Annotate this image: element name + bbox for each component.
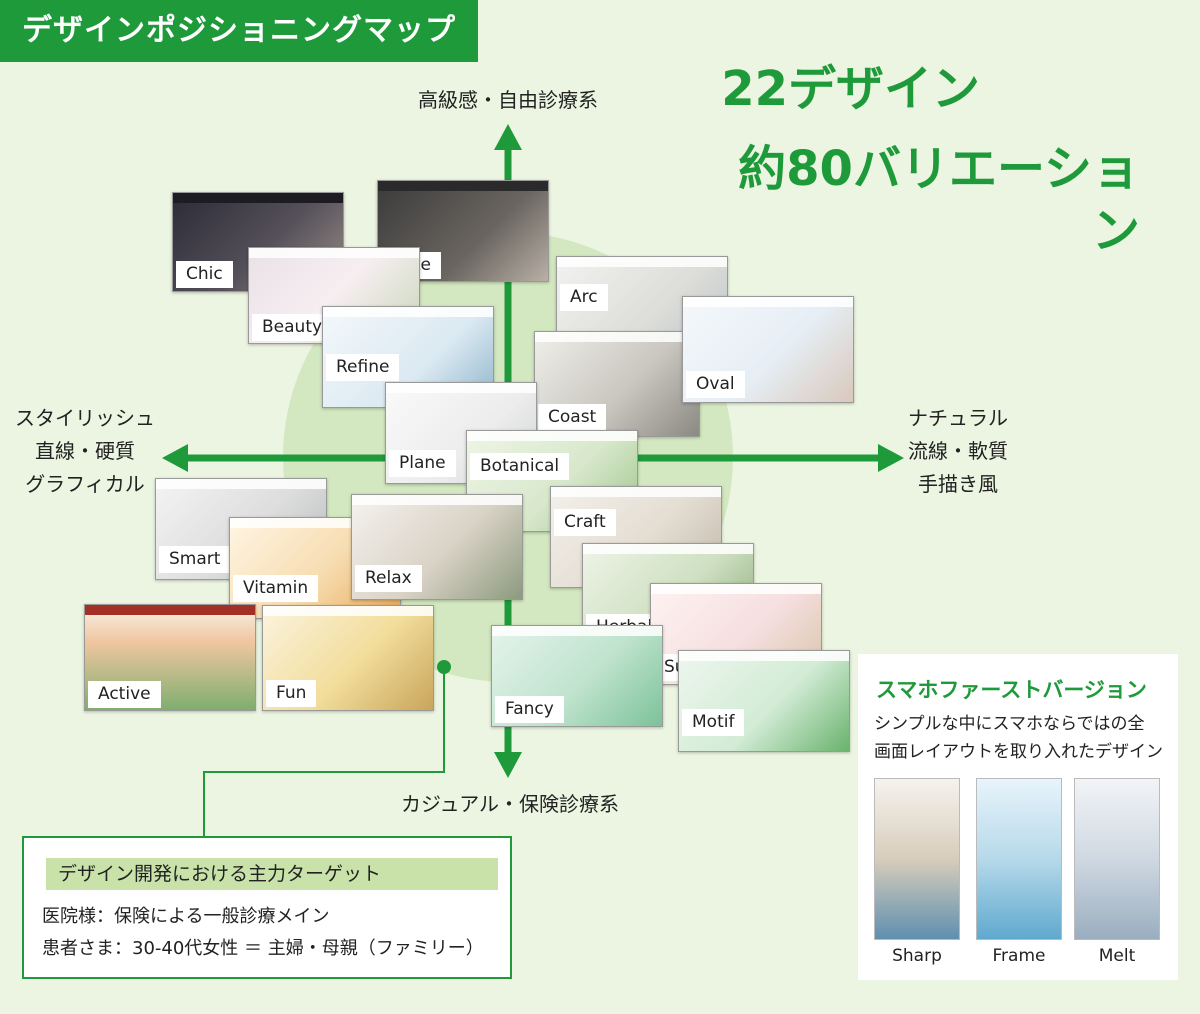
design-label-craft: Craft (554, 509, 616, 536)
axis-right-line2: 流線・軟質 (908, 439, 1008, 463)
axis-right-line1: ナチュラル (908, 406, 1008, 430)
axis-left-label: スタイリッシュ 直線・硬質 グラフィカル (10, 402, 160, 501)
phone-label-frame: Frame (992, 946, 1046, 966)
design-thumb-relax[interactable]: Relax (351, 494, 523, 600)
target-line-clinic: 医院様：保険による一般診療メイン (42, 906, 330, 927)
axis-arrow-right (878, 444, 904, 472)
phone-label-melt: Melt (1098, 946, 1136, 966)
design-label-chic: Chic (176, 261, 233, 288)
axis-arrow-up (494, 124, 522, 150)
design-thumb-active[interactable]: Active (84, 604, 256, 711)
headline-variations: 約80バリエーション (738, 141, 1140, 259)
axis-right-label: ナチュラル 流線・軟質 手描き風 (898, 402, 1018, 501)
target-line-patient: 患者さま：30-40代女性 ＝ 主婦・母親（ファミリー） (42, 938, 484, 959)
headline-designs: 22デザイン (721, 61, 980, 117)
axis-left-line3: グラフィカル (25, 472, 145, 496)
design-label-coast: Coast (538, 404, 607, 431)
axis-left-line1: スタイリッシュ (15, 406, 155, 430)
connector-line (203, 667, 445, 836)
axis-top-label: 高級感・自由診療系 (418, 88, 598, 112)
target-heading: デザイン開発における主力ターゲット (46, 858, 498, 890)
axis-arrow-left (162, 444, 188, 472)
design-label-smart: Smart (159, 546, 231, 573)
axis-right-line3: 手描き風 (918, 472, 998, 496)
design-thumb-oval[interactable]: Oval (682, 296, 854, 403)
axis-left-line2: 直線・硬質 (35, 439, 135, 463)
phone-label-sharp: Sharp (892, 946, 942, 966)
design-label-active: Active (88, 681, 161, 708)
phone-thumb-sharp[interactable] (874, 778, 960, 940)
page-title: デザインポジショニングマップ (0, 0, 478, 62)
axis-arrow-down (494, 752, 522, 778)
design-label-oval: Oval (686, 371, 745, 398)
design-thumb-fun[interactable]: Fun (262, 605, 434, 711)
design-label-beauty: Beauty (252, 314, 333, 341)
smartphone-heading: スマホファーストバージョン (876, 678, 1147, 702)
design-label-fancy: Fancy (495, 696, 564, 723)
design-label-arc: Arc (560, 284, 608, 311)
axis-bottom-label: カジュアル・保険診療系 (401, 792, 619, 816)
design-label-botanical: Botanical (470, 453, 570, 480)
smartphone-desc-line2: 画面レイアウトを取り入れたデザイン (874, 742, 1163, 762)
design-thumb-fancy[interactable]: Fancy (491, 625, 663, 727)
design-label-plane: Plane (389, 450, 456, 477)
design-thumb-coast[interactable]: Coast (534, 331, 700, 437)
phone-thumb-melt[interactable] (1074, 778, 1160, 940)
smartphone-desc-line1: シンプルな中にスマホならではの全 (874, 714, 1145, 734)
design-label-fun: Fun (266, 680, 317, 707)
target-box: デザイン開発における主力ターゲット 医院様：保険による一般診療メイン 患者さま：… (22, 836, 512, 979)
phone-thumb-frame[interactable] (976, 778, 1062, 940)
design-label-relax: Relax (355, 565, 422, 592)
design-label-motif: Motif (682, 709, 745, 736)
design-thumb-motif[interactable]: Motif (678, 650, 850, 752)
design-label-refine: Refine (326, 354, 400, 381)
design-label-vitamin: Vitamin (233, 575, 319, 602)
